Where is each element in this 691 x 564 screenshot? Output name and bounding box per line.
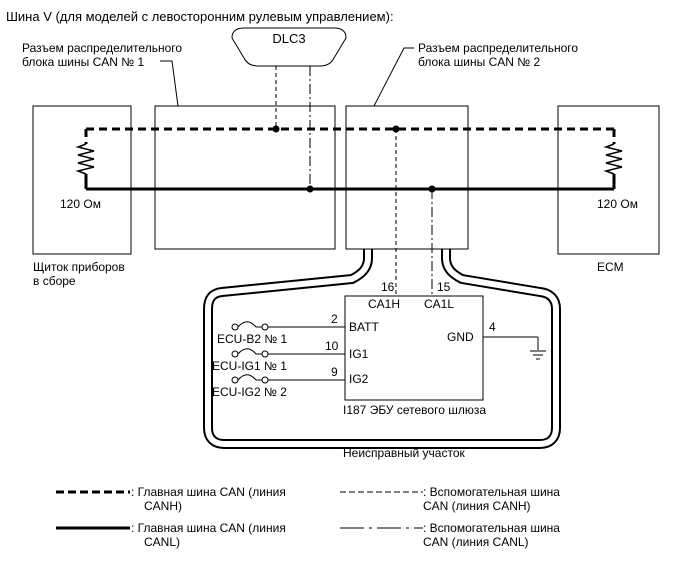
dlc3-connector: [231, 27, 347, 67]
pin-gnd-number: 4: [489, 320, 496, 334]
pin-ca1h-label: CA1H: [368, 297, 400, 311]
junction-connector-2-box: [345, 105, 469, 250]
pin-ig2-label: IG2: [349, 372, 369, 386]
pin-batt-number: 2: [331, 312, 338, 326]
junction-2-label-line1: Разъем распределительного: [418, 41, 578, 55]
dlc3-label: DLC3: [272, 31, 305, 46]
junction-dot: [306, 185, 314, 193]
legend-main-canh-line1: : Главная шина CAN (линия: [131, 485, 286, 499]
pin-ca1l-label: CA1L: [424, 297, 454, 311]
junction-1-label-line1: Разъем распределительного: [22, 41, 182, 55]
faulty-area-label: Неисправный участок: [343, 446, 466, 460]
ecm-name: ECM: [597, 260, 624, 274]
legend-main-canl-line1: : Главная шина CAN (линия: [131, 521, 286, 535]
junction-dot: [272, 125, 280, 133]
pin-ca1h-number: 16: [381, 280, 395, 294]
power-wires: [268, 326, 539, 381]
fuse-ecu-ig2-label: ECU-IG2 № 2: [212, 385, 287, 399]
fuse-ecu-ig1-label: ECU-IG1 № 1: [212, 359, 287, 373]
legend-branch-canh-line1: : Вспомогательная шина: [423, 485, 560, 499]
legend-branch-canh-line2: CAN (линия CANH): [423, 499, 531, 513]
pin-gnd-label: GND: [447, 330, 474, 344]
combination-meter-resistor-label: 120 Ом: [60, 197, 101, 211]
pin-batt-label: BATT: [349, 320, 379, 334]
combination-meter-name-line2: в сборе: [33, 274, 76, 288]
ecm-resistor-label: 120 Ом: [597, 197, 638, 211]
junction-dot: [392, 125, 400, 133]
combination-meter-name-line1: Щиток приборов: [33, 260, 125, 274]
junction-connector-1-box: [154, 105, 336, 250]
junction-1-leader: [160, 60, 179, 107]
fuse-ecu-b2-label: ECU-B2 № 1: [217, 332, 288, 346]
main-bus-canh: [84, 127, 616, 144]
fuse-icon: [231, 374, 269, 384]
pin-ca1l-number: 15: [437, 280, 451, 294]
ground-icon: [530, 350, 546, 360]
junction-2-label-line2: блока шины CAN № 2: [418, 55, 540, 69]
pin-ig1-number: 10: [325, 339, 339, 353]
junction-1-label-line2: блока шины CAN № 1: [22, 55, 144, 69]
junction-dot: [428, 185, 436, 193]
ecm-box: [557, 105, 660, 255]
combination-meter-box: [32, 105, 132, 255]
resistor-combination-meter: [75, 143, 95, 175]
legend-main-canh-line2: CANH): [144, 499, 182, 513]
resistor-ecm: [603, 143, 623, 175]
pin-ig2-number: 9: [331, 365, 338, 379]
junction-2-leader: [373, 47, 414, 107]
fuse-icon: [231, 321, 269, 331]
pin-ig1-label: IG1: [349, 347, 369, 361]
legend-branch-canl-line2: CAN (линия CANL): [423, 535, 529, 549]
gateway-ecu-name: I187 ЭБУ сетевого шлюза: [343, 403, 486, 417]
legend-main-canl-line2: CANL): [144, 535, 180, 549]
fuse-icon: [231, 348, 269, 358]
main-bus-canl: [84, 174, 616, 191]
legend: : Главная шина CAN (линия CANH) : Вспомо…: [56, 485, 560, 549]
legend-branch-canl-line1: : Вспомогательная шина: [423, 521, 560, 535]
faulty-area-outline: [203, 107, 561, 449]
gateway-ecu-box: [344, 295, 484, 401]
diagram-title: Шина V (для моделей с левосторонним руле…: [6, 9, 394, 24]
